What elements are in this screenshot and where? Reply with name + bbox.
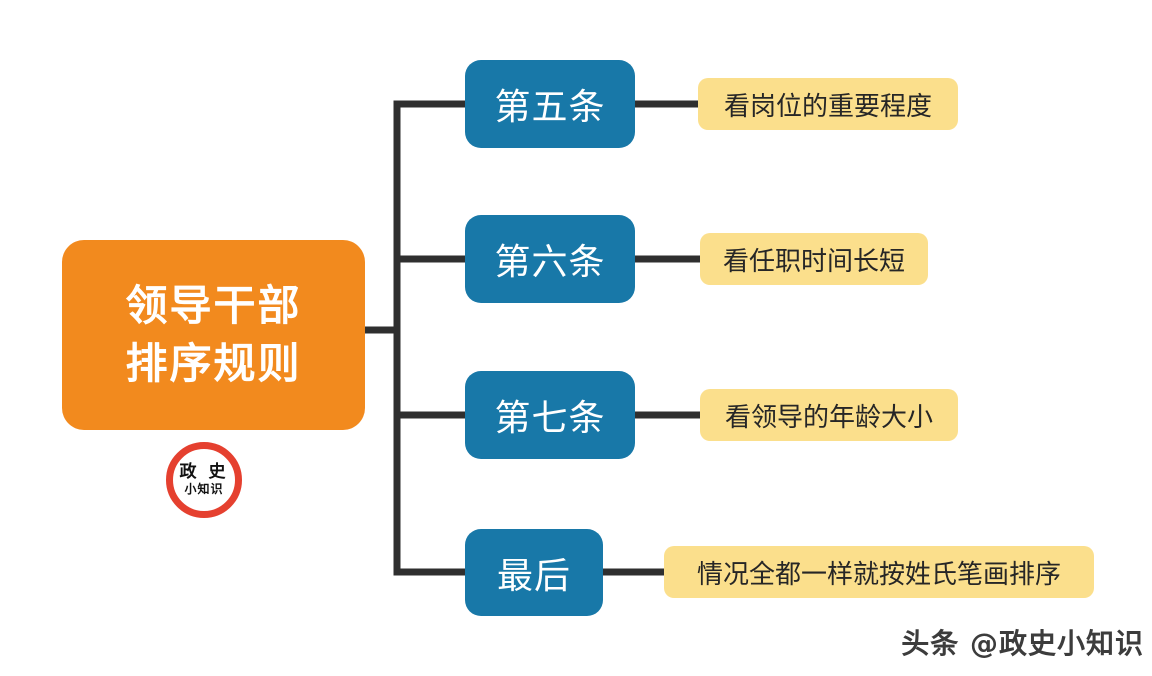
root-title-line1: 领导干部 <box>125 281 302 331</box>
logo-text-line1: 政 史 <box>179 462 229 483</box>
branch-node-last: 最后 <box>465 529 603 616</box>
branch-node-rule7: 第七条 <box>465 371 635 459</box>
branch-detail-rule6: 看任职时间长短 <box>700 233 928 285</box>
logo-text-line2: 小知识 <box>184 482 224 497</box>
root-node: 领导干部 排序规则 <box>62 240 365 430</box>
branch-node-rule5: 第五条 <box>465 60 635 148</box>
watermark: 头条 @政史小知识 <box>901 627 1144 660</box>
branch-node-rule6: 第六条 <box>465 215 635 303</box>
logo-seal-icon: 政 史 小知识 <box>166 442 242 518</box>
branch-detail-rule7: 看领导的年龄大小 <box>700 389 958 441</box>
branch-detail-last: 情况全都一样就按姓氏笔画排序 <box>664 546 1094 598</box>
branch-detail-rule5: 看岗位的重要程度 <box>698 78 958 130</box>
root-title-line2: 排序规则 <box>125 339 302 388</box>
